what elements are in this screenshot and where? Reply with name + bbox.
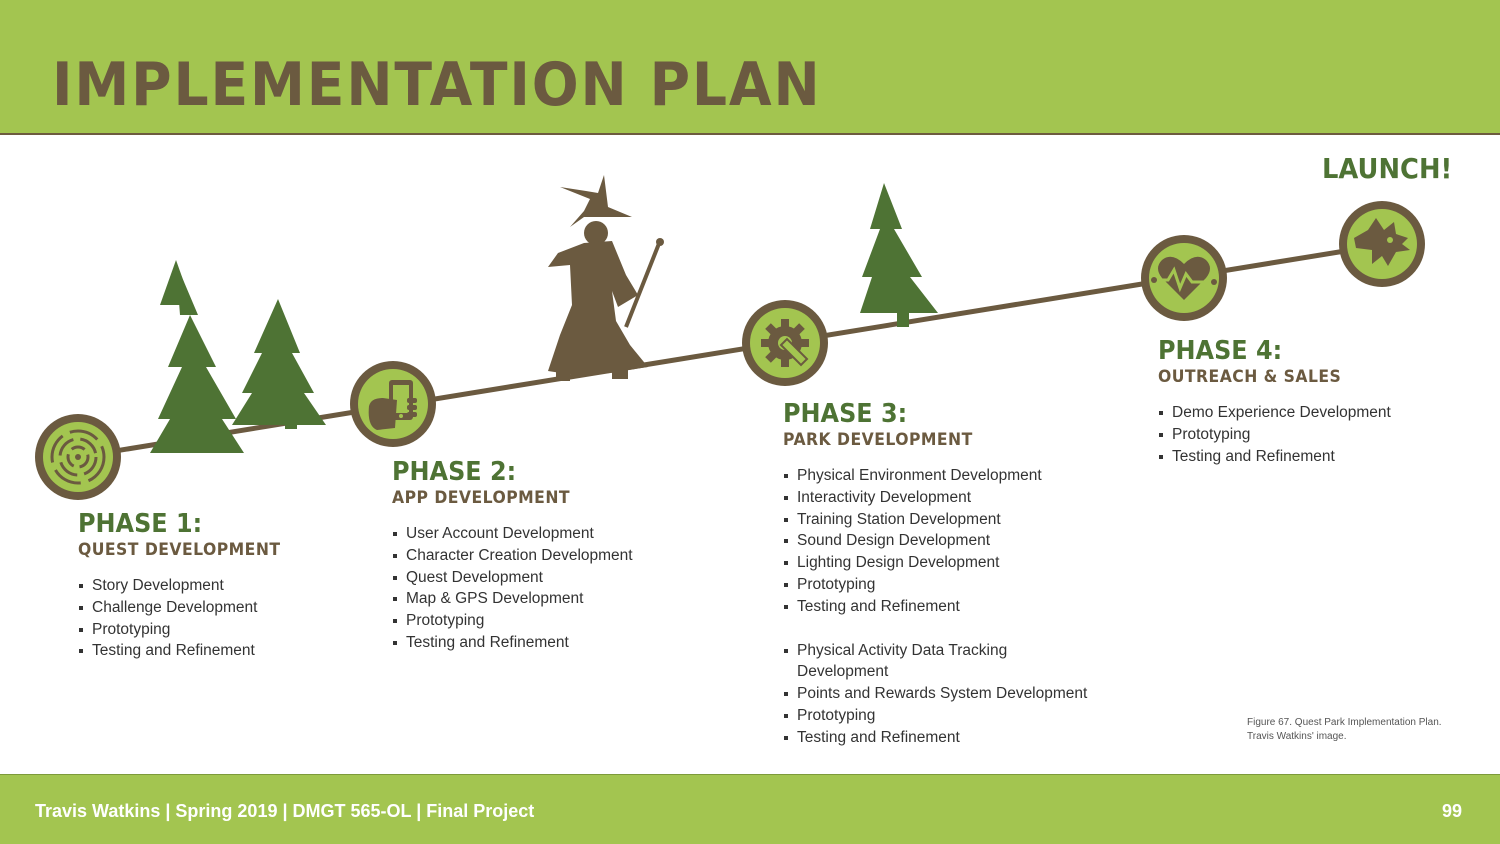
list-item-line: Physical Activity Data Tracking bbox=[797, 641, 1008, 659]
list-item: Quest Development bbox=[392, 567, 633, 589]
list-item: Testing and Refinement bbox=[783, 727, 1087, 749]
list-item-line: Development bbox=[797, 663, 889, 681]
list-item: Prototyping bbox=[78, 619, 298, 641]
header-banner: IMPLEMENTATION PLAN bbox=[0, 0, 1500, 135]
figure-caption: Figure 67. Quest Park Implementation Pla… bbox=[1247, 716, 1477, 744]
list-item: Lighting Design Development bbox=[783, 552, 1087, 574]
list-item: Prototyping bbox=[783, 574, 1087, 596]
list-item: Prototyping bbox=[783, 705, 1087, 727]
list-item: Map & GPS Development bbox=[392, 588, 633, 610]
footer-bar: Travis Watkins | Spring 2019 | DMGT 565-… bbox=[0, 774, 1500, 844]
list-item: Character Creation Development bbox=[392, 545, 633, 567]
gear-wrench-icon bbox=[742, 300, 828, 386]
phase-title: PHASE 2: bbox=[392, 457, 517, 487]
task-list: User Account Development Character Creat… bbox=[392, 523, 633, 654]
list-item: Challenge Development bbox=[78, 597, 298, 619]
list-item: Testing and Refinement bbox=[392, 632, 633, 654]
list-item: Points and Rewards System Development bbox=[783, 683, 1087, 705]
phase-subtitle: APP DEVELOPMENT bbox=[392, 488, 571, 508]
pine-tree-icon bbox=[150, 260, 244, 453]
phase-4: PHASE 4: OUTREACH & SALES Demo Experienc… bbox=[1158, 336, 1391, 467]
phase-subtitle: OUTREACH & SALES bbox=[1158, 367, 1342, 387]
phase-title: PHASE 1: bbox=[78, 509, 203, 539]
maze-icon bbox=[35, 414, 121, 500]
list-item: Demo Experience Development bbox=[1158, 402, 1391, 424]
list-item: Training Station Development bbox=[783, 509, 1087, 531]
task-list: Demo Experience Development Prototyping … bbox=[1158, 402, 1391, 467]
phase-1: PHASE 1: QUEST DEVELOPMENT Story Develop… bbox=[78, 509, 298, 662]
phase-title: PHASE 3: bbox=[783, 399, 908, 429]
list-item: Story Development bbox=[78, 575, 298, 597]
page-title: IMPLEMENTATION PLAN bbox=[52, 50, 822, 120]
timeline-illustration bbox=[35, 175, 1425, 500]
pine-tree-icon bbox=[232, 299, 326, 429]
list-item: Prototyping bbox=[1158, 424, 1391, 446]
phase-title: PHASE 4: bbox=[1158, 336, 1283, 366]
list-item: User Account Development bbox=[392, 523, 633, 545]
phase-3: PHASE 3: PARK DEVELOPMENT Physical Envir… bbox=[783, 399, 1087, 749]
page-number: 99 bbox=[1441, 801, 1462, 821]
launch-label: LAUNCH! bbox=[1322, 152, 1453, 185]
dragon-icon bbox=[1339, 201, 1425, 287]
caption-line: Figure 67. Quest Park Implementation Pla… bbox=[1247, 717, 1442, 728]
list-item: Prototyping bbox=[392, 610, 633, 632]
phase-2: PHASE 2: APP DEVELOPMENT User Account De… bbox=[392, 457, 633, 654]
list-item: Interactivity Development bbox=[783, 487, 1087, 509]
list-item: Testing and Refinement bbox=[78, 640, 298, 662]
list-item: Testing and Refinement bbox=[783, 596, 1087, 618]
list-item: Sound Design Development bbox=[783, 530, 1087, 552]
heart-circuit-icon bbox=[1141, 235, 1227, 321]
phase-subtitle: PARK DEVELOPMENT bbox=[783, 430, 973, 450]
wizard-silhouette-icon bbox=[548, 175, 664, 381]
phase-subtitle: QUEST DEVELOPMENT bbox=[78, 540, 281, 560]
footer-credits: Travis Watkins | Spring 2019 | DMGT 565-… bbox=[35, 801, 535, 821]
task-list: Physical Environment Development Interac… bbox=[783, 465, 1087, 749]
phone-hand-icon bbox=[350, 361, 436, 447]
list-item: Testing and Refinement bbox=[1158, 446, 1391, 468]
task-list: Story Development Challenge Development … bbox=[78, 575, 298, 662]
list-item: Physical Environment Development bbox=[783, 465, 1087, 487]
caption-line: Travis Watkins' image. bbox=[1247, 731, 1347, 742]
pine-tree-icon bbox=[860, 183, 938, 327]
